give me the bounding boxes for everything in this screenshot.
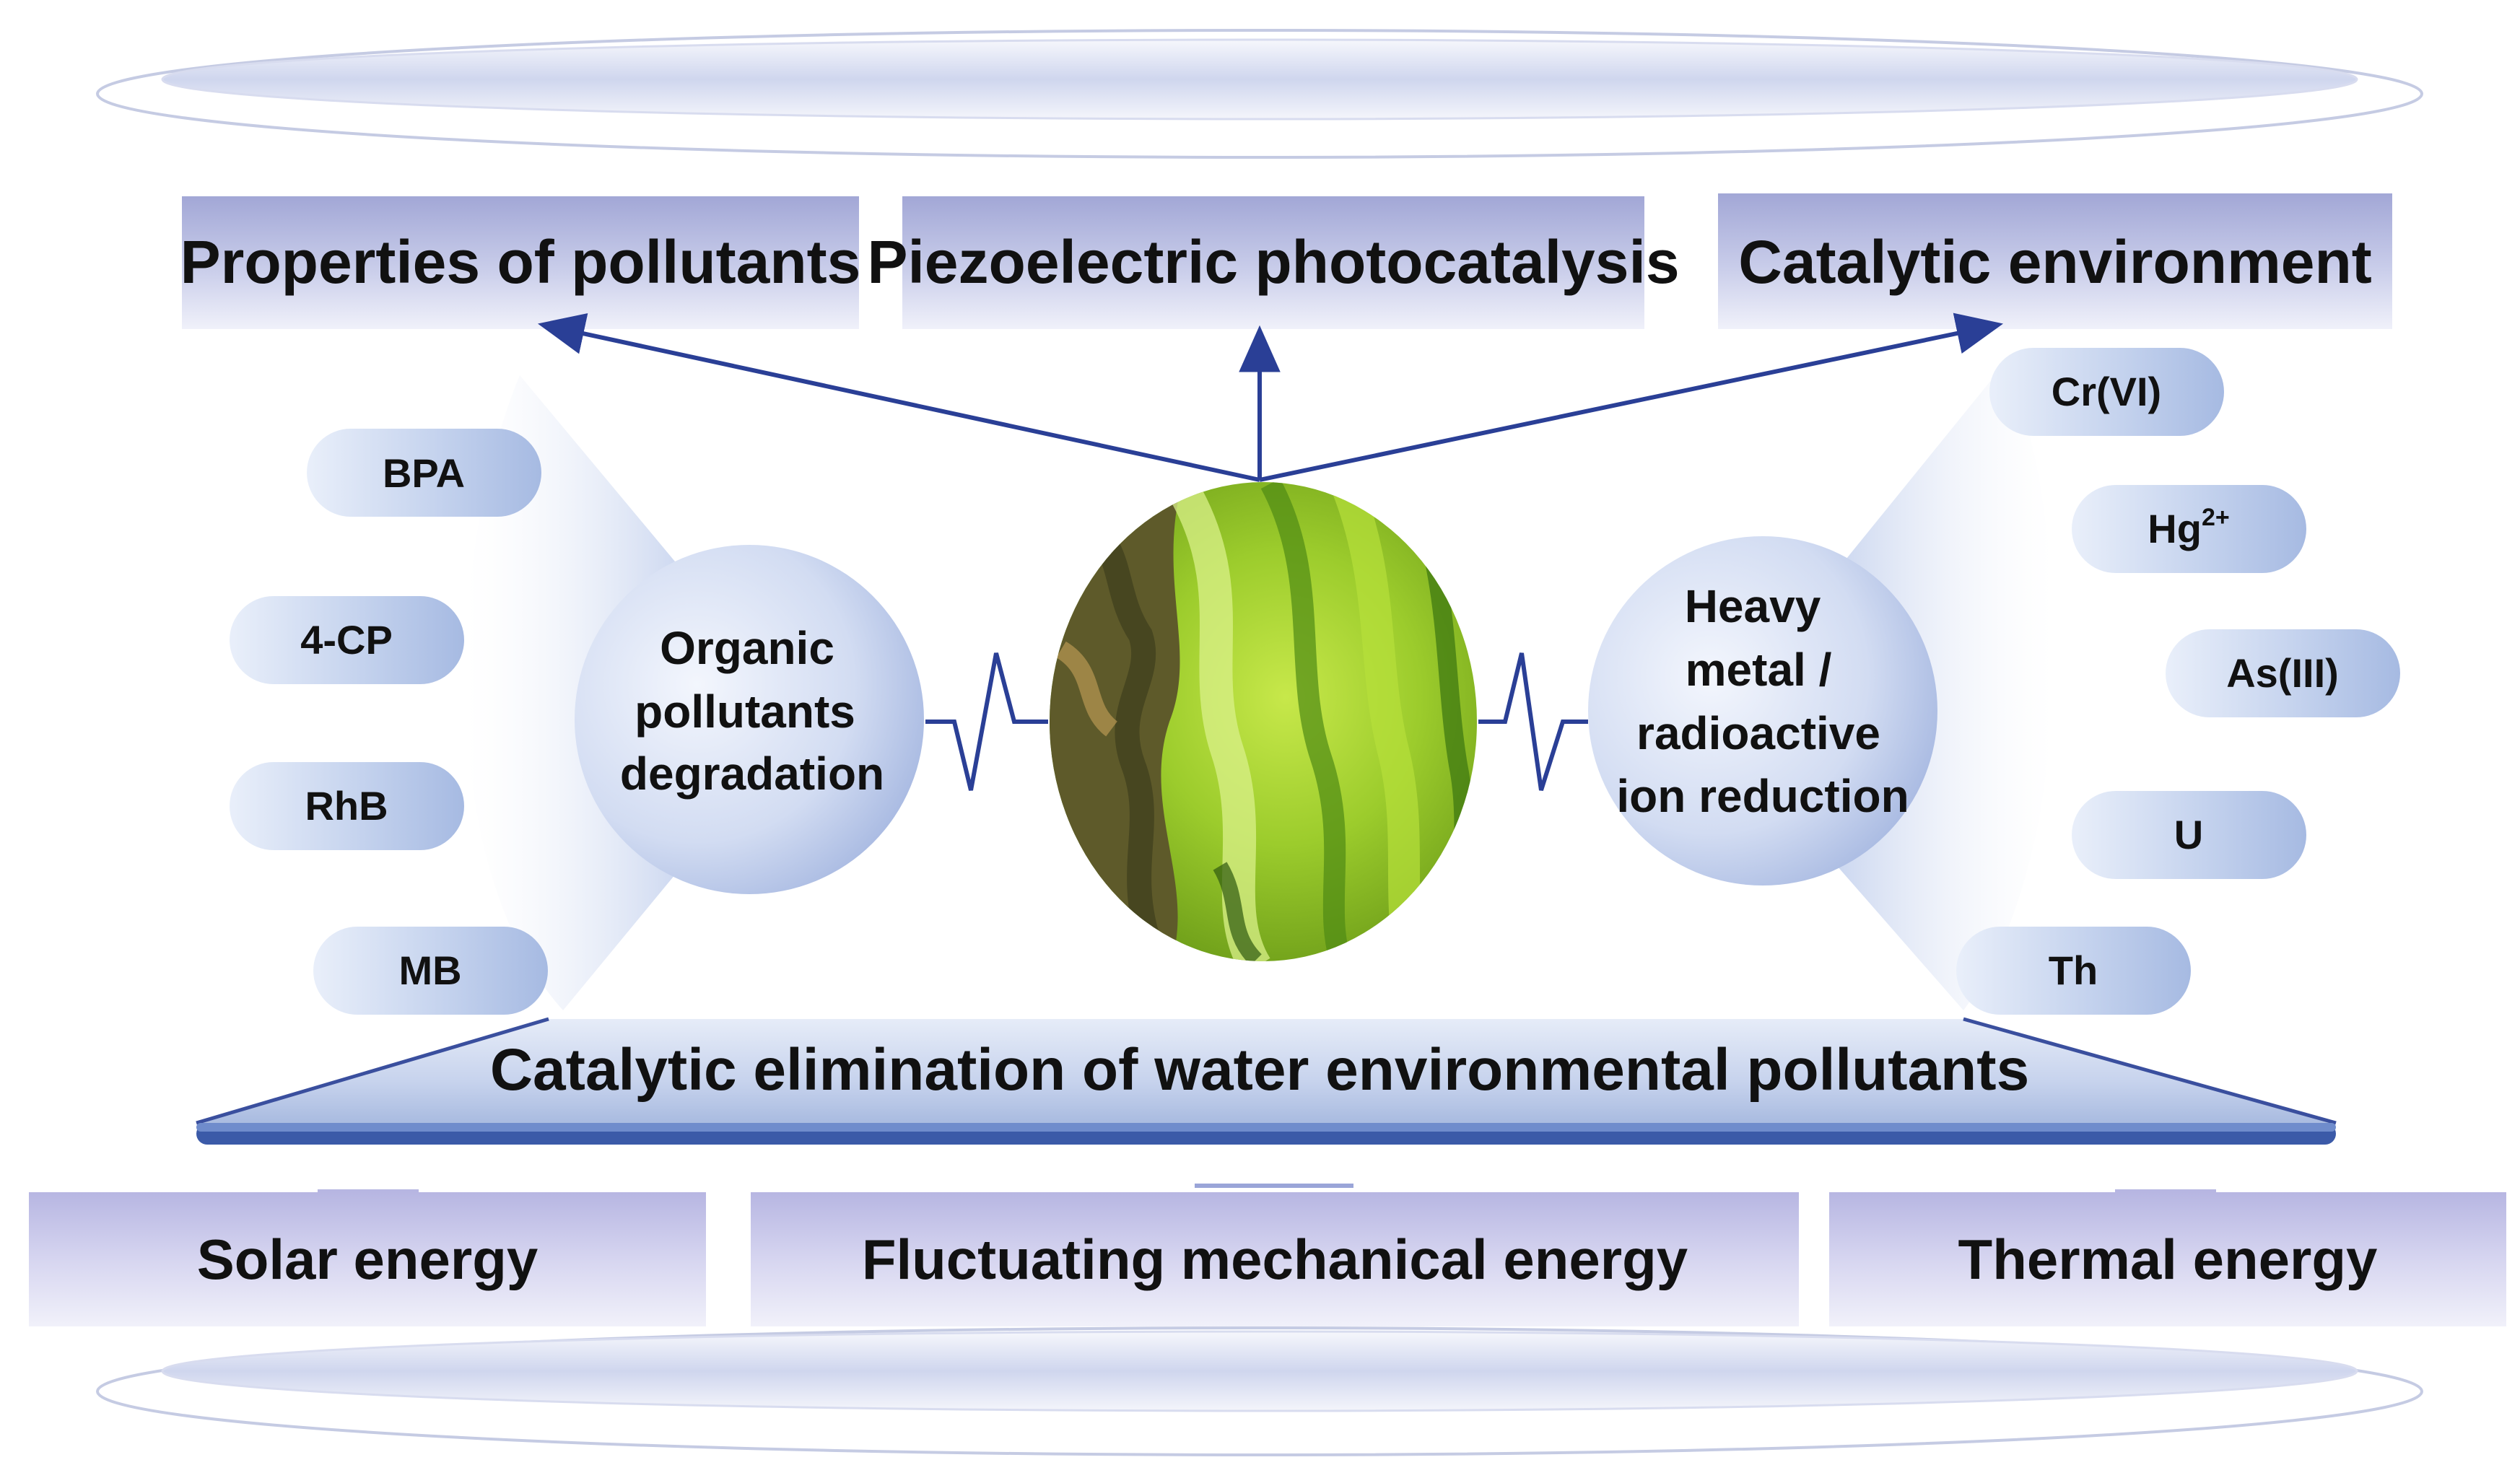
organic-circle-line-3: degradation xyxy=(620,748,884,800)
heavy-metal-circle-line-1: Heavy xyxy=(1685,580,1821,632)
heavy-metal-circle-line-3: radioactive xyxy=(1636,707,1880,759)
pill-rhb: RhB xyxy=(230,762,464,850)
heavy-metal-circle-line-4: ion reduction xyxy=(1616,770,1909,822)
pill-th: Th xyxy=(1956,927,2191,1015)
connector-mark-center xyxy=(1195,1184,1353,1188)
header-label-catalytic-environment: Catalytic environment xyxy=(1738,228,2372,296)
hg-charge: 2+ xyxy=(2202,504,2230,531)
header-label-pollutant-properties: Properties of pollutants xyxy=(180,228,861,296)
header-box-pollutant-properties: Properties of pollutants xyxy=(180,196,861,329)
organic-pollutants-circle: Organic pollutants degradation xyxy=(575,545,924,894)
pill-hg: Hg2+ xyxy=(2072,485,2306,573)
pill-label-th: Th xyxy=(2049,948,2098,993)
arrows xyxy=(537,312,2004,482)
energy-label-mechanical: Fluctuating mechanical energy xyxy=(862,1228,1688,1291)
hg-symbol: Hg xyxy=(2148,506,2202,551)
pill-label-hg: Hg2+ xyxy=(2148,504,2229,551)
algae-water-image xyxy=(1050,482,1477,961)
pill-4cp: 4-CP xyxy=(230,596,464,684)
bottom-disc xyxy=(96,1326,2423,1456)
pill-label-cr-vi: Cr(VI) xyxy=(2052,369,2161,414)
heavy-metal-circle-line-2: metal / xyxy=(1686,644,1832,696)
organic-circle-line-1: Organic xyxy=(660,622,834,674)
heavy-metal-circle: Heavy metal / radioactive ion reduction xyxy=(1588,536,1937,886)
energy-label-solar: Solar energy xyxy=(197,1228,539,1291)
top-disc xyxy=(96,29,2423,159)
pill-mb: MB xyxy=(313,927,548,1015)
pill-label-4cp: 4-CP xyxy=(300,617,393,663)
elimination-band: Catalytic elimination of water environme… xyxy=(196,1017,2337,1145)
pill-label-rhb: RhB xyxy=(305,783,388,828)
energy-label-thermal: Thermal energy xyxy=(1958,1228,2378,1291)
pill-label-u: U xyxy=(2174,812,2203,857)
pill-label-as-iii: As(III) xyxy=(2226,650,2339,696)
energy-box-mechanical: Fluctuating mechanical energy xyxy=(751,1192,1799,1326)
pill-label-mb: MB xyxy=(398,948,461,993)
header-box-piezo-photocatalysis: Piezoelectric photocatalysis xyxy=(867,196,1680,329)
right-zigzag-connector xyxy=(1478,652,1588,791)
arrow-to-pollutant-properties xyxy=(537,313,1260,482)
header-label-piezo-photocatalysis: Piezoelectric photocatalysis xyxy=(867,228,1679,296)
band-label: Catalytic elimination of water environme… xyxy=(490,1037,2029,1103)
pill-cr-vi: Cr(VI) xyxy=(1989,348,2224,436)
right-fan xyxy=(1837,361,2054,1010)
pill-label-bpa: BPA xyxy=(383,450,465,496)
pill-as-iii: As(III) xyxy=(2166,629,2400,717)
left-fan xyxy=(465,375,682,1010)
header-box-catalytic-environment: Catalytic environment xyxy=(1718,193,2392,329)
energy-box-solar: Solar energy xyxy=(29,1192,706,1326)
organic-circle-line-2: pollutants xyxy=(635,686,855,738)
arrow-to-catalytic-environment xyxy=(1259,312,2004,482)
pill-bpa: BPA xyxy=(307,429,541,517)
energy-box-thermal: Thermal energy xyxy=(1829,1192,2506,1326)
pill-u: U xyxy=(2072,791,2306,879)
left-zigzag-connector xyxy=(925,652,1048,791)
